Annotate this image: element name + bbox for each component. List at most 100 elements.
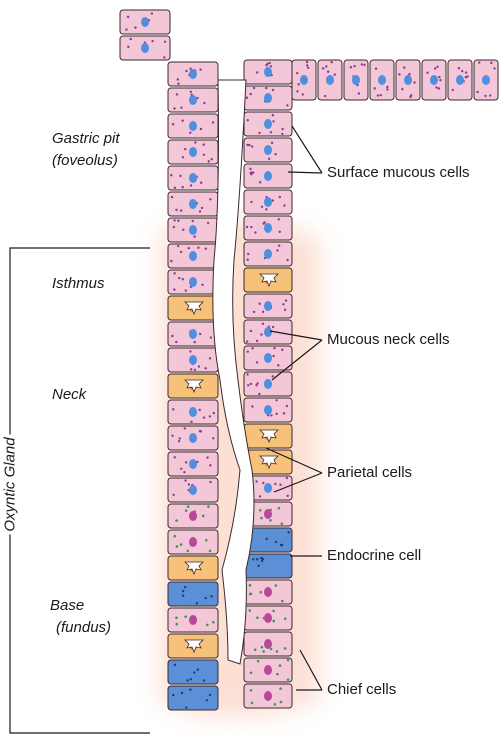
mucous-granule xyxy=(204,367,207,370)
mucous-granule xyxy=(181,277,184,281)
mucous-granule xyxy=(209,480,212,484)
mucous-granule xyxy=(490,61,493,65)
mucous-granule xyxy=(262,222,265,225)
mucous-granule xyxy=(201,283,204,286)
nucleus xyxy=(189,407,197,417)
endocrine-granule xyxy=(180,691,184,695)
endocrine-granule xyxy=(255,558,259,561)
canaliculus xyxy=(259,455,279,470)
mucous-granule xyxy=(286,258,289,262)
mucous-granule xyxy=(270,414,273,417)
mucous-granule xyxy=(246,258,249,261)
mucous-granule xyxy=(246,350,249,353)
chief-granule xyxy=(277,506,281,510)
chief-granule xyxy=(283,647,287,650)
gastric-pit-label: Gastric pit xyxy=(52,130,120,147)
mucous-granule xyxy=(266,62,269,66)
mucous-granule xyxy=(436,65,439,69)
mucous-granule xyxy=(321,67,325,70)
mucous-granule xyxy=(173,219,176,222)
canaliculus xyxy=(184,379,204,394)
nucleus xyxy=(430,75,438,85)
neck-label: Neck xyxy=(52,386,87,403)
mucous-granule xyxy=(209,198,212,201)
nucleus xyxy=(189,121,197,131)
mucous-granule xyxy=(249,167,252,171)
mucous-granule xyxy=(204,247,207,250)
mucous-granule xyxy=(199,68,202,71)
chief-granule xyxy=(269,518,272,522)
callout-lines xyxy=(265,125,323,691)
mucous-granule xyxy=(207,160,210,163)
mucous-granule xyxy=(278,195,282,199)
mucous-granule xyxy=(183,427,187,430)
mucous-granule xyxy=(177,244,180,248)
mucous-granule xyxy=(208,357,212,360)
mucous-granule xyxy=(269,65,273,68)
endocrine-granule xyxy=(202,679,206,682)
mucous-granule xyxy=(175,93,179,96)
mucous-granule xyxy=(439,78,442,82)
mucous-granule xyxy=(256,382,259,385)
mucous-granule xyxy=(261,322,265,326)
mucous-granule xyxy=(199,127,203,131)
mucous-granule xyxy=(285,476,289,480)
nucleus xyxy=(189,69,197,79)
chief-granule xyxy=(280,599,284,603)
mucous-granule xyxy=(461,69,464,73)
endocrine-granule xyxy=(252,558,255,561)
chief-granule xyxy=(262,650,265,653)
mucous-granule xyxy=(282,412,286,415)
nucleus xyxy=(264,379,272,389)
mucous-granule xyxy=(184,147,187,151)
mucous-granule xyxy=(208,415,212,418)
canaliculus xyxy=(259,429,279,444)
mucous-granule xyxy=(173,288,176,291)
chief-granule xyxy=(274,584,278,587)
mucous-granule xyxy=(212,437,215,440)
chief-granule xyxy=(249,688,253,692)
mucous-granule xyxy=(306,66,310,69)
chief-granule xyxy=(279,687,282,690)
mucous-granule xyxy=(198,332,202,336)
mucous-granule xyxy=(245,225,249,229)
endocrine-granule xyxy=(173,663,177,667)
mucous-granule xyxy=(151,39,154,43)
endocrine-granule xyxy=(208,693,212,697)
mucous-granule xyxy=(255,480,258,483)
oxyntic-gland-label: Oxyntic Gland xyxy=(1,434,19,535)
mucous-granule xyxy=(285,404,289,408)
nucleus xyxy=(189,147,197,157)
mucous-granule xyxy=(398,73,401,76)
endocrine-granule xyxy=(189,688,192,691)
chief-cells-label: Chief cells xyxy=(327,681,397,698)
endocrine-granule xyxy=(189,678,192,681)
mucous-granule xyxy=(173,456,176,459)
mucous-granule xyxy=(202,416,206,419)
mucous-granule xyxy=(249,382,253,386)
mucous-granule xyxy=(323,94,327,98)
mucous-granule xyxy=(250,173,253,176)
mucous-granule xyxy=(464,75,468,79)
mucous-granule xyxy=(281,132,284,136)
nucleus xyxy=(189,199,197,209)
mucous-granule xyxy=(198,210,202,213)
mucous-granule xyxy=(373,87,376,90)
mucous-granule xyxy=(180,467,183,470)
mucous-granule xyxy=(281,127,284,131)
mucous-granule xyxy=(163,40,167,43)
nucleus xyxy=(189,355,197,365)
endocrine-cell xyxy=(167,659,219,685)
mucous-granule xyxy=(246,143,249,147)
chief-granule xyxy=(205,538,208,542)
mucous-granule xyxy=(177,439,181,443)
nucleus xyxy=(141,17,149,27)
mucous-granule xyxy=(250,145,254,148)
chief-granule xyxy=(256,616,259,619)
mucous-granule xyxy=(489,94,492,97)
chief-granule xyxy=(253,648,257,652)
chief-granule xyxy=(275,650,279,653)
canaliculus xyxy=(184,639,204,654)
mucous-granule xyxy=(282,303,285,306)
mucous-granule xyxy=(386,85,389,89)
